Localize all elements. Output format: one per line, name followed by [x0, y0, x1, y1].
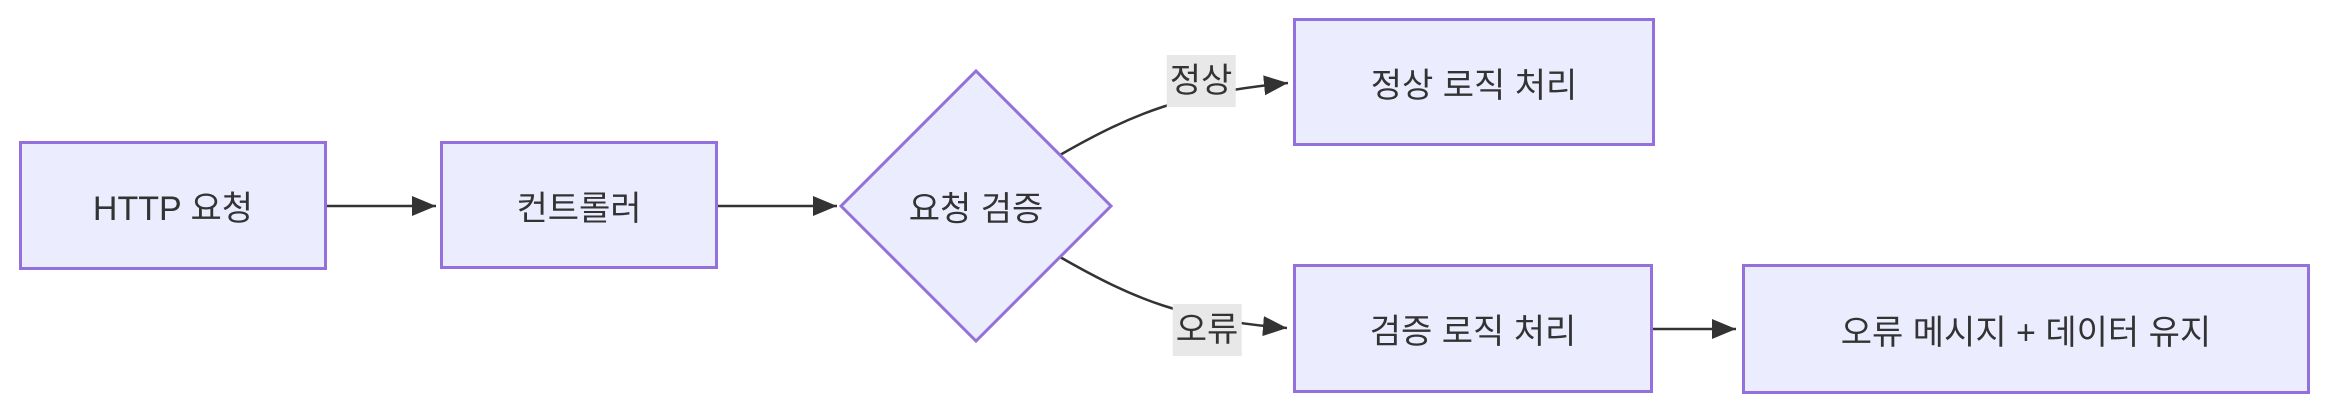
node-request-validation-shape	[838, 68, 1114, 344]
node-validation-logic-label: 검증 로직 처리	[1369, 313, 1577, 351]
edge-label-normal: 정상	[1166, 55, 1236, 107]
edge-validation-to-validation-logic	[1059, 255, 1288, 337]
edge-label-error: 오류	[1172, 304, 1242, 356]
edge-validation-to-normal-logic	[1059, 75, 1289, 157]
node-normal-logic: 정상 로직 처리	[1293, 18, 1655, 146]
node-http-request: HTTP 요청	[19, 141, 327, 270]
node-normal-logic-label: 정상 로직 처리	[1370, 66, 1578, 105]
node-request-validation-label: 요청 검증	[908, 190, 1044, 229]
node-controller: 컨트롤러	[440, 141, 718, 269]
node-validation-logic: 검증 로직 처리	[1293, 264, 1653, 393]
node-error-message-keep-data-label: 오류 메시지 + 데이터 유지	[1840, 313, 2212, 352]
node-http-request-label: HTTP 요청	[92, 190, 254, 228]
node-controller-label: 컨트롤러	[516, 189, 642, 228]
node-error-message-keep-data: 오류 메시지 + 데이터 유지	[1742, 264, 2310, 394]
